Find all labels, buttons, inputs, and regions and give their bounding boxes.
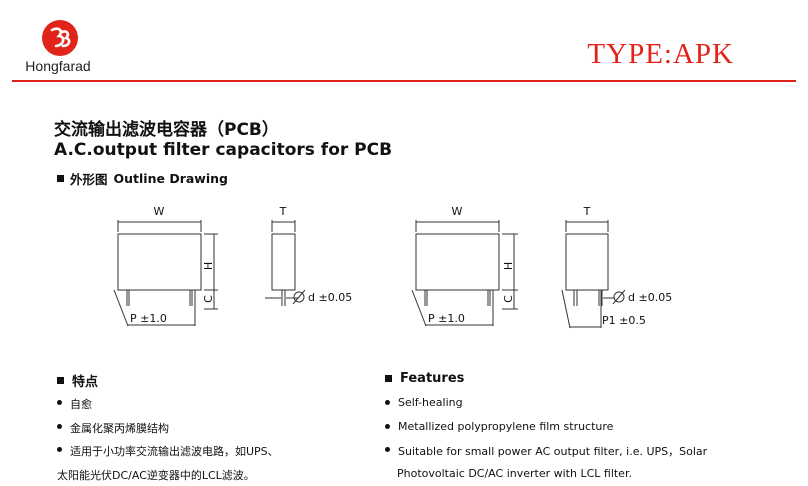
label-w-left: W [154,205,165,218]
features-list-cn: 自愈 金属化聚丙烯膜结构 适用于小功率交流输出滤波电路，如UPS、 太阳能光伏D… [57,396,279,486]
features-heading-cn: 特点 [57,371,98,390]
front-view-right [411,220,518,327]
list-item: 适用于小功率交流输出滤波电路，如UPS、 [57,443,279,467]
label-w-right: W [452,205,463,218]
company-logo: Hongfarad [14,18,102,78]
label-t-left: T [279,205,287,218]
square-bullet-icon [57,175,64,182]
label-h-left: H [202,262,215,270]
label-t-right: T [583,205,591,218]
list-item: Suitable for small power AC output filte… [385,443,785,467]
list-item: 自愈 [57,396,279,420]
label-h-right: H [502,262,515,270]
label-d-left: d ±0.05 [308,291,352,304]
front-view-left [113,220,218,327]
page-title-en: A.C.output filter capacitors for PCB [54,140,393,160]
list-item-continuation: 太阳能光伏DC/AC逆变器中的LCL滤波。 [57,468,255,482]
bullet-icon [57,400,62,405]
list-item: Metallized polypropylene film structure [385,420,785,444]
bullet-icon [57,447,62,452]
bullet-icon [385,447,390,452]
outline-heading-cn: 外形图 [70,172,108,187]
features-list-en: Self-healing Metallized polypropylene fi… [385,396,785,486]
label-c-left: C [202,295,215,303]
label-p-right: P ±1.0 [428,312,465,325]
features-heading-en: Features [385,371,464,386]
label-p-left: P ±1.0 [130,312,167,325]
brand-name: Hongfarad [25,58,91,74]
side-view-left [265,220,298,306]
outline-heading-en: Outline Drawing [113,171,228,186]
diameter-symbol-icon [613,291,625,303]
bullet-icon [57,423,62,429]
side-view-right [561,220,615,329]
page-title-cn: 交流输出滤波电容器（PCB） [54,120,279,140]
list-item: 金属化聚丙烯膜结构 [57,420,279,444]
square-bullet-icon [57,377,64,384]
outline-drawing: W T H C P ±1.0 d ±0.05 W T H C P ±1.0 d … [113,205,672,329]
diameter-slash [292,289,306,305]
label-c-right: C [502,295,515,303]
label-d-right: d ±0.05 [628,291,672,304]
hongfarad-logo-icon [42,20,78,56]
bullet-icon [385,423,390,429]
square-bullet-icon [385,375,392,382]
outline-heading: 外形图 Outline Drawing [57,169,228,188]
diameter-slash [612,289,626,305]
label-p1-right: P1 ±0.5 [602,314,646,327]
list-item: Self-healing [385,396,785,420]
list-item-continuation: Photovoltaic DC/AC inverter with LCL fil… [397,466,632,480]
bullet-icon [385,400,390,405]
header-divider [12,80,796,82]
type-title: TYPE:APK [587,38,734,70]
diameter-symbol-icon [293,291,305,303]
